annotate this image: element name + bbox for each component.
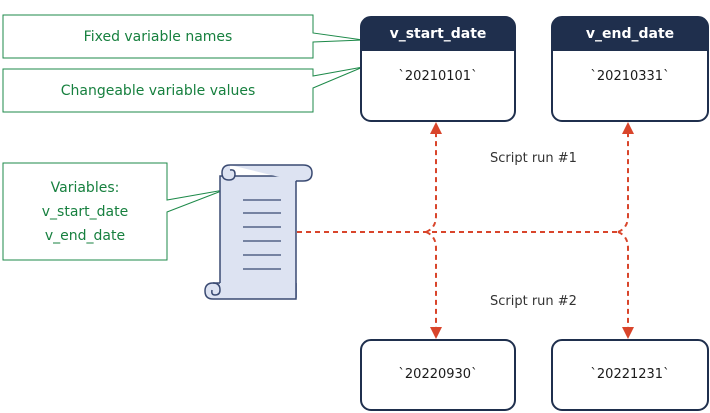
variable-item-end-date: v_end_date: [44, 228, 126, 244]
run1-label: Script run #1: [490, 151, 577, 166]
callout-fixed-names: [2, 14, 364, 59]
card-start-date-run2: [360, 339, 516, 411]
run-arrows: [297, 132, 629, 330]
arrow-heads: [430, 122, 634, 339]
callout-changeable-values: [2, 66, 364, 113]
arrow-start-down: [425, 231, 437, 330]
arrow-head-start-up: [430, 122, 442, 134]
callout-changeable-values-text: Changeable variable values: [60, 83, 256, 99]
card-end-date-run1: [551, 16, 709, 122]
card-start-date-header: v_start_date: [389, 26, 487, 42]
callout-variables: [2, 162, 225, 261]
callout-fixed-names-text: Fixed variable names: [83, 29, 233, 45]
card-start-date-run1: [360, 16, 516, 122]
arrow-head-end-up: [622, 122, 634, 134]
card-start-date-run1-value: `20210101`: [398, 69, 478, 84]
arrow-head-start-down: [430, 327, 442, 339]
card-start-date-run2-value: `20220930`: [398, 367, 478, 382]
card-end-date-header: v_end_date: [585, 26, 675, 42]
variable-item-start-date: v_start_date: [41, 204, 129, 220]
card-end-date-run2-value: `20221231`: [590, 367, 670, 382]
run2-label: Script run #2: [490, 294, 577, 309]
arrow-end-down: [617, 231, 629, 330]
arrow-head-end-down: [622, 327, 634, 339]
arrow-end-up: [617, 132, 629, 233]
arrow-start-up: [425, 132, 437, 233]
card-end-date-run1-value: `20210331`: [590, 69, 670, 84]
scroll-icon: [204, 164, 313, 300]
variables-title: Variables:: [50, 180, 120, 196]
card-end-date-run2: [551, 339, 709, 411]
